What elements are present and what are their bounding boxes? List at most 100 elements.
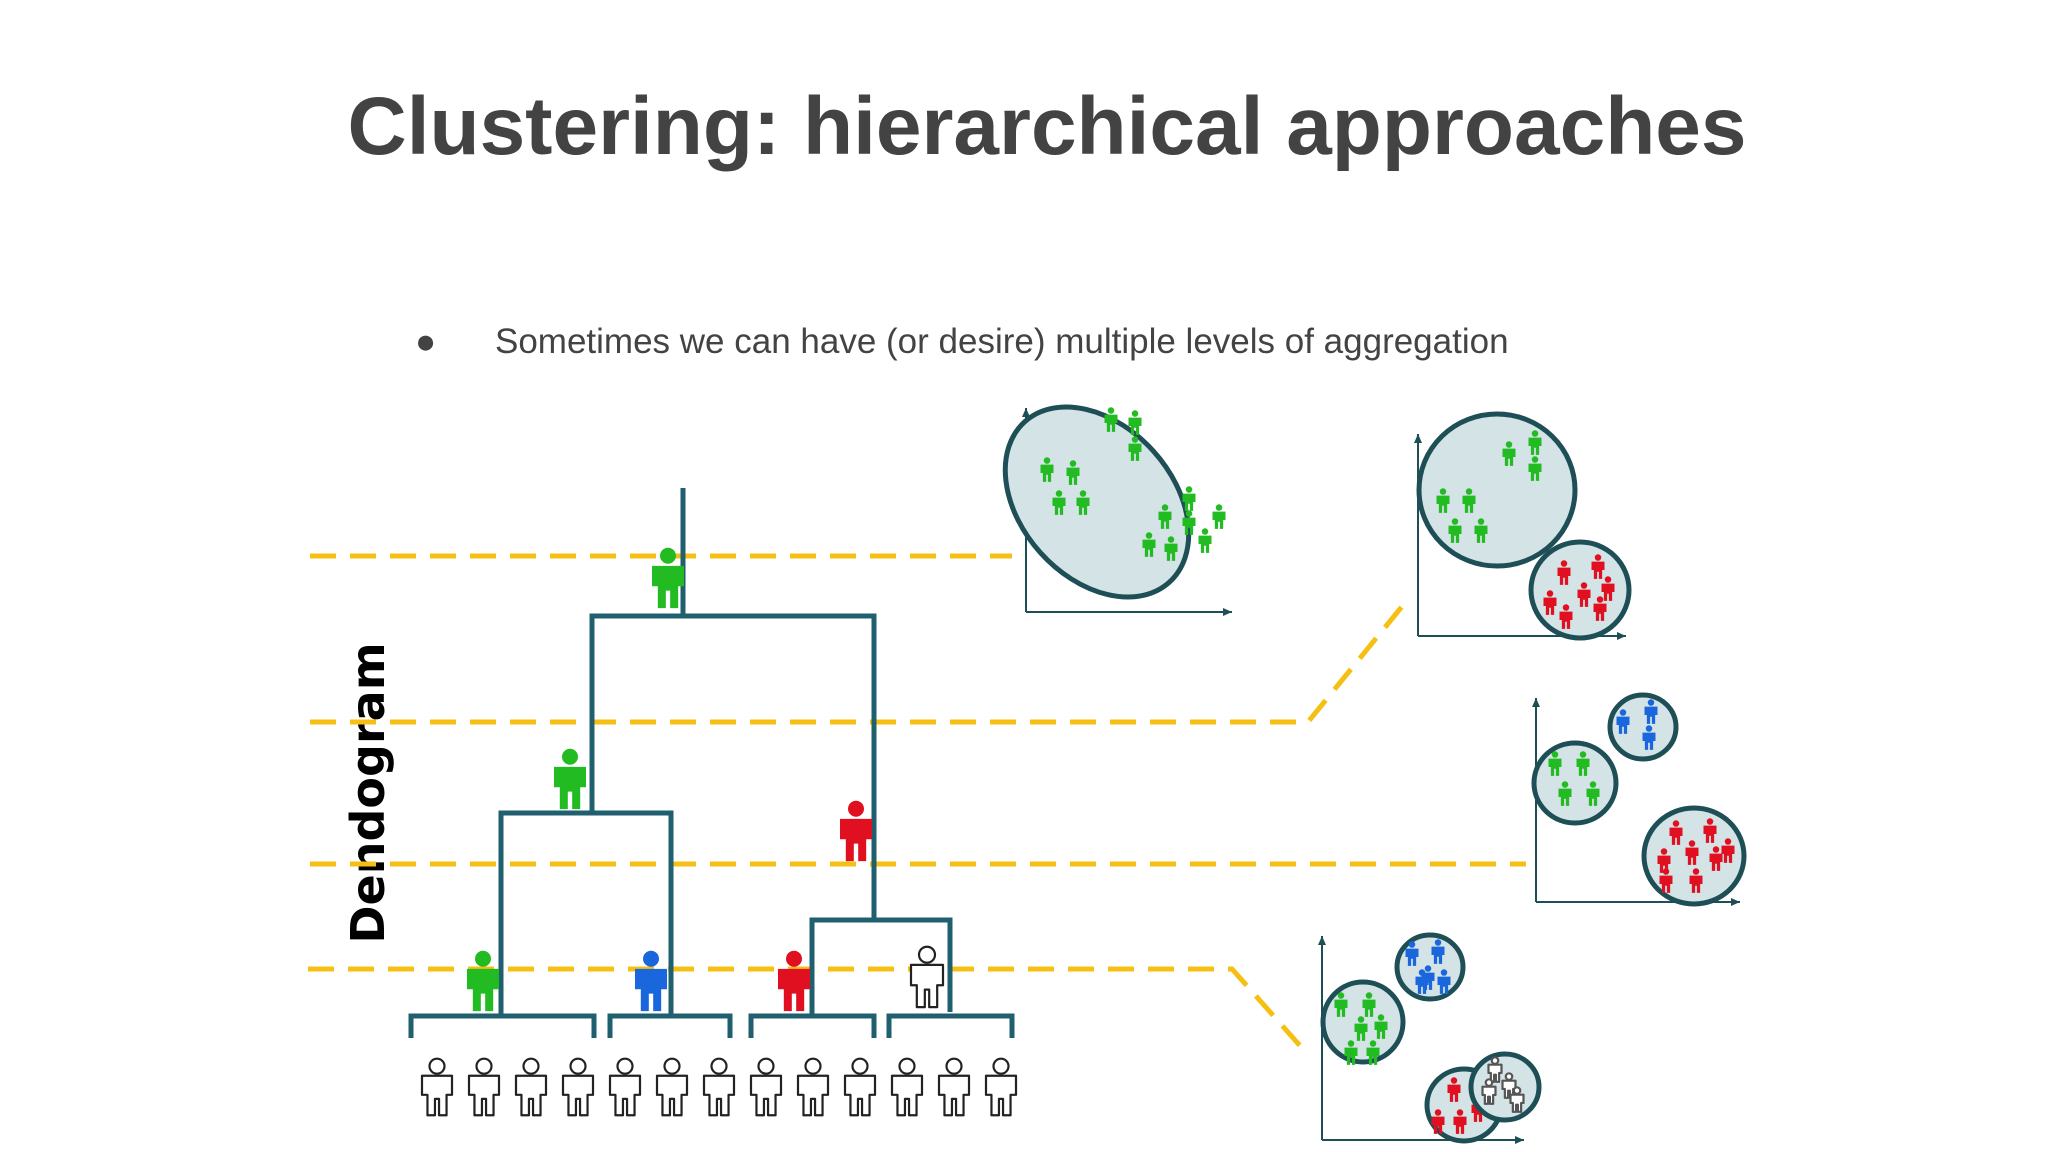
red-person-icon: [1703, 818, 1717, 843]
blue-person-icon: [1616, 709, 1630, 734]
leaf-brackets: [408, 1013, 1015, 1038]
scatter-panel-3: [1531, 692, 1747, 907]
cluster-blue: [1394, 932, 1466, 1002]
cut-lines: [308, 553, 1526, 1050]
cluster-boundary: [1531, 740, 1619, 826]
green-person-icon: [1052, 490, 1066, 515]
merge-marker-blue-icon: [635, 950, 667, 1012]
white-person-icon: [1487, 1056, 1503, 1083]
red-person-icon: [1559, 604, 1573, 629]
green-person-icon: [1066, 460, 1080, 485]
green-person-icon: [1198, 528, 1212, 553]
merge-marker-green-icon: [467, 950, 499, 1012]
left-split: [498, 810, 674, 1015]
green-person-icon: [1128, 436, 1142, 461]
leaf-person-icon: [749, 1057, 783, 1117]
leaf-person-icon: [702, 1057, 736, 1117]
dendrogram-tree: [498, 488, 953, 1015]
green-person-icon: [1474, 518, 1488, 543]
merge-marker-green-icon: [652, 547, 684, 609]
red-person-icon: [1447, 1077, 1461, 1102]
green-person-icon: [1158, 504, 1172, 529]
white-person-icon: [1509, 1086, 1525, 1113]
green-person-icon: [1374, 1014, 1388, 1039]
red-person-icon: [1659, 868, 1673, 893]
scatter-panel-1: [1002, 404, 1232, 616]
green-person-icon: [1128, 410, 1142, 435]
leaf-bracket-2: [607, 1013, 733, 1038]
blue-person-icon: [1644, 699, 1658, 724]
cluster-red: [1641, 805, 1747, 907]
red-person-icon: [1685, 840, 1699, 865]
green-person-icon: [1104, 407, 1118, 432]
merge-marker-green-icon: [554, 748, 586, 810]
green-person-icon: [1366, 1040, 1380, 1065]
red-person-icon: [1669, 820, 1683, 845]
green-person-icon: [1344, 1040, 1358, 1065]
scatter-panel-2: [1414, 411, 1632, 641]
green-person-icon: [1528, 456, 1542, 481]
red-person-icon: [1721, 838, 1735, 863]
green-person-icon: [1354, 1016, 1368, 1041]
red-person-icon: [1591, 554, 1605, 579]
leaf-bracket-1: [408, 1013, 597, 1038]
blue-person-icon: [1437, 969, 1451, 994]
bullet-text: Sometimes we can have (or desire) multip…: [495, 322, 1509, 361]
leaf-person-icon: [561, 1057, 595, 1117]
leaf-person-icon: [796, 1057, 830, 1117]
green-person-icon: [1586, 781, 1600, 806]
green-person-icon: [1548, 751, 1562, 776]
blue-person-icon: [1642, 725, 1656, 750]
green-person-icon: [1448, 518, 1462, 543]
red-person-icon: [1431, 1109, 1445, 1134]
merge-marker-red-icon: [778, 950, 810, 1012]
red-person-icon: [1601, 576, 1615, 601]
red-person-icon: [1593, 596, 1607, 621]
cluster-green: [1531, 740, 1619, 826]
leaf-bracket-3: [748, 1013, 877, 1038]
green-person-icon: [1362, 992, 1376, 1017]
cluster-green: [1416, 411, 1578, 569]
merge-marker-white-icon: [909, 945, 945, 1009]
green-person-icon: [1558, 781, 1572, 806]
cut-line-2: [310, 602, 1406, 725]
dendrogram-leaves: [420, 1057, 1018, 1117]
cluster-blue: [1607, 692, 1679, 762]
cluster-green: [1002, 404, 1226, 600]
red-person-icon: [1709, 846, 1723, 871]
green-person-icon: [1576, 751, 1590, 776]
green-person-icon: [1076, 490, 1090, 515]
cluster-red: [1528, 539, 1632, 641]
green-person-icon: [1164, 536, 1178, 561]
cut-line-4: [308, 966, 1304, 1050]
scatter-panel-4: [1318, 932, 1542, 1144]
red-person-icon: [1657, 848, 1671, 873]
blue-person-icon: [1405, 941, 1419, 966]
cluster-green: [1320, 979, 1406, 1065]
green-person-icon: [1528, 430, 1542, 455]
slide-title: Clustering: hierarchical approaches: [347, 81, 1747, 172]
leaf-person-icon: [890, 1057, 924, 1117]
blue-person-icon: [1431, 939, 1445, 964]
red-person-icon: [1453, 1109, 1467, 1134]
scatter-panels: [1002, 404, 1747, 1144]
red-person-icon: [1689, 868, 1703, 893]
leaf-person-icon: [655, 1057, 689, 1117]
green-person-icon: [1182, 510, 1196, 535]
leaf-person-icon: [608, 1057, 642, 1117]
green-person-icon: [1462, 488, 1476, 513]
blue-person-icon: [1415, 969, 1429, 994]
top-split: [589, 613, 877, 920]
white-person-icon: [1481, 1078, 1497, 1105]
cluster-boundary: [1002, 404, 1192, 600]
green-person-icon: [1212, 504, 1226, 529]
leaf-person-icon: [843, 1057, 877, 1117]
green-person-icon: [1040, 457, 1054, 482]
red-person-icon: [1557, 560, 1571, 585]
green-person-icon: [1334, 992, 1348, 1017]
green-person-icon: [1436, 488, 1450, 513]
leaf-person-icon: [984, 1057, 1018, 1117]
leaf-person-icon: [514, 1057, 548, 1117]
merge-marker-red-icon: [840, 800, 872, 862]
